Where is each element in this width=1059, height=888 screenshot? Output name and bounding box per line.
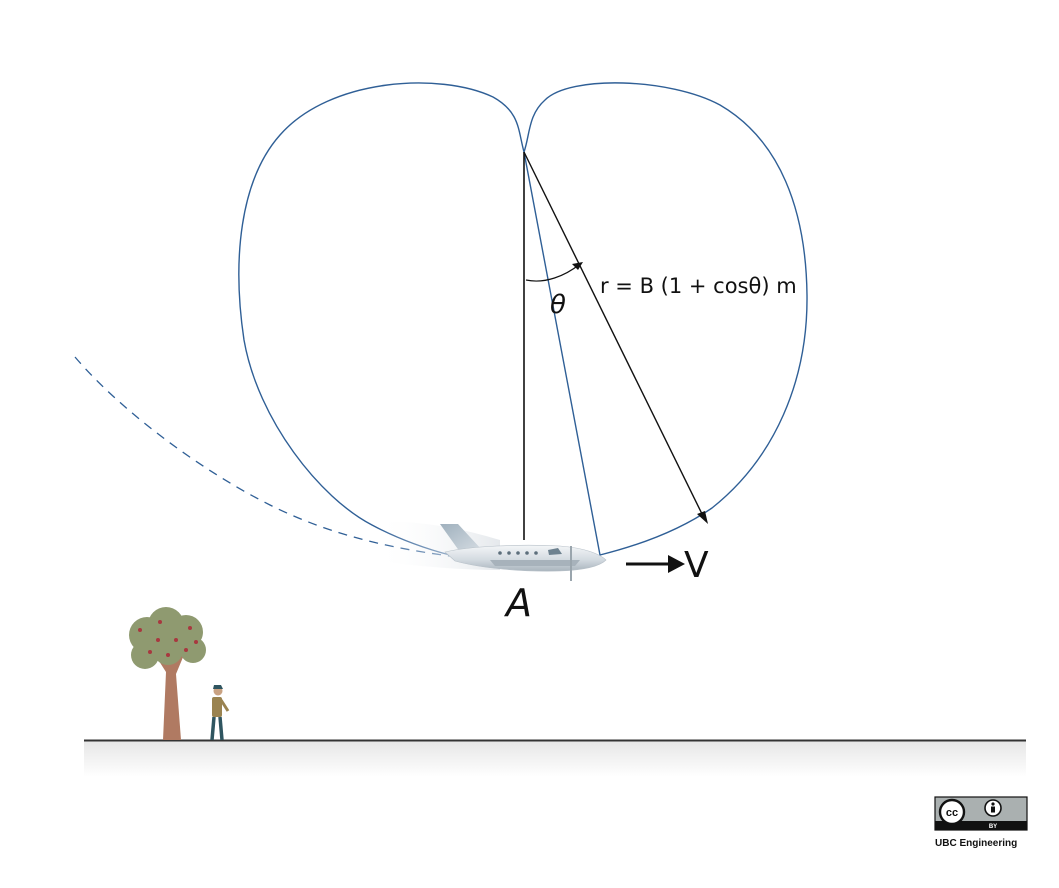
- license-badge-bottom-strip: [935, 821, 1027, 830]
- attribution-icon-head: [991, 802, 995, 806]
- formula-label: r = B (1 + cosθ) m: [600, 274, 797, 298]
- airplane-windows: [498, 551, 538, 555]
- ground-shadow: [84, 741, 1026, 777]
- attribution-icon-body: [991, 806, 995, 813]
- person-shirt: [212, 697, 222, 717]
- velocity-arrowhead: [668, 555, 685, 573]
- person-leg-right: [218, 716, 224, 741]
- person: [210, 685, 230, 741]
- license-org-label: UBC Engineering: [935, 838, 1017, 849]
- tree-foliage: [129, 607, 206, 669]
- person-leg-left: [210, 716, 216, 741]
- radius-vector: [523, 151, 705, 519]
- cc-icon: [938, 798, 966, 826]
- airplane: [375, 521, 607, 581]
- person-arm: [219, 699, 230, 712]
- cc-icon-text: cc: [946, 807, 958, 819]
- cardioid-path: [238, 82, 808, 556]
- tree-fruit: [138, 620, 198, 657]
- point-a-label: A: [503, 581, 532, 625]
- airplane-wing: [490, 560, 580, 566]
- tree: [129, 607, 206, 740]
- angle-arc: [525, 263, 581, 282]
- angle-arc-arrowhead: [572, 262, 583, 270]
- by-badge-label: BY: [989, 824, 997, 830]
- tree-trunk: [152, 648, 186, 740]
- cc-license-badge[interactable]: cc BY: [934, 796, 1028, 831]
- angle-label: θ: [550, 290, 566, 320]
- velocity-label: V: [684, 545, 709, 586]
- person-cap: [213, 685, 223, 689]
- airplane-cockpit: [548, 548, 562, 555]
- airplane-tail-fin: [440, 524, 482, 552]
- radius-arrowhead: [697, 511, 708, 524]
